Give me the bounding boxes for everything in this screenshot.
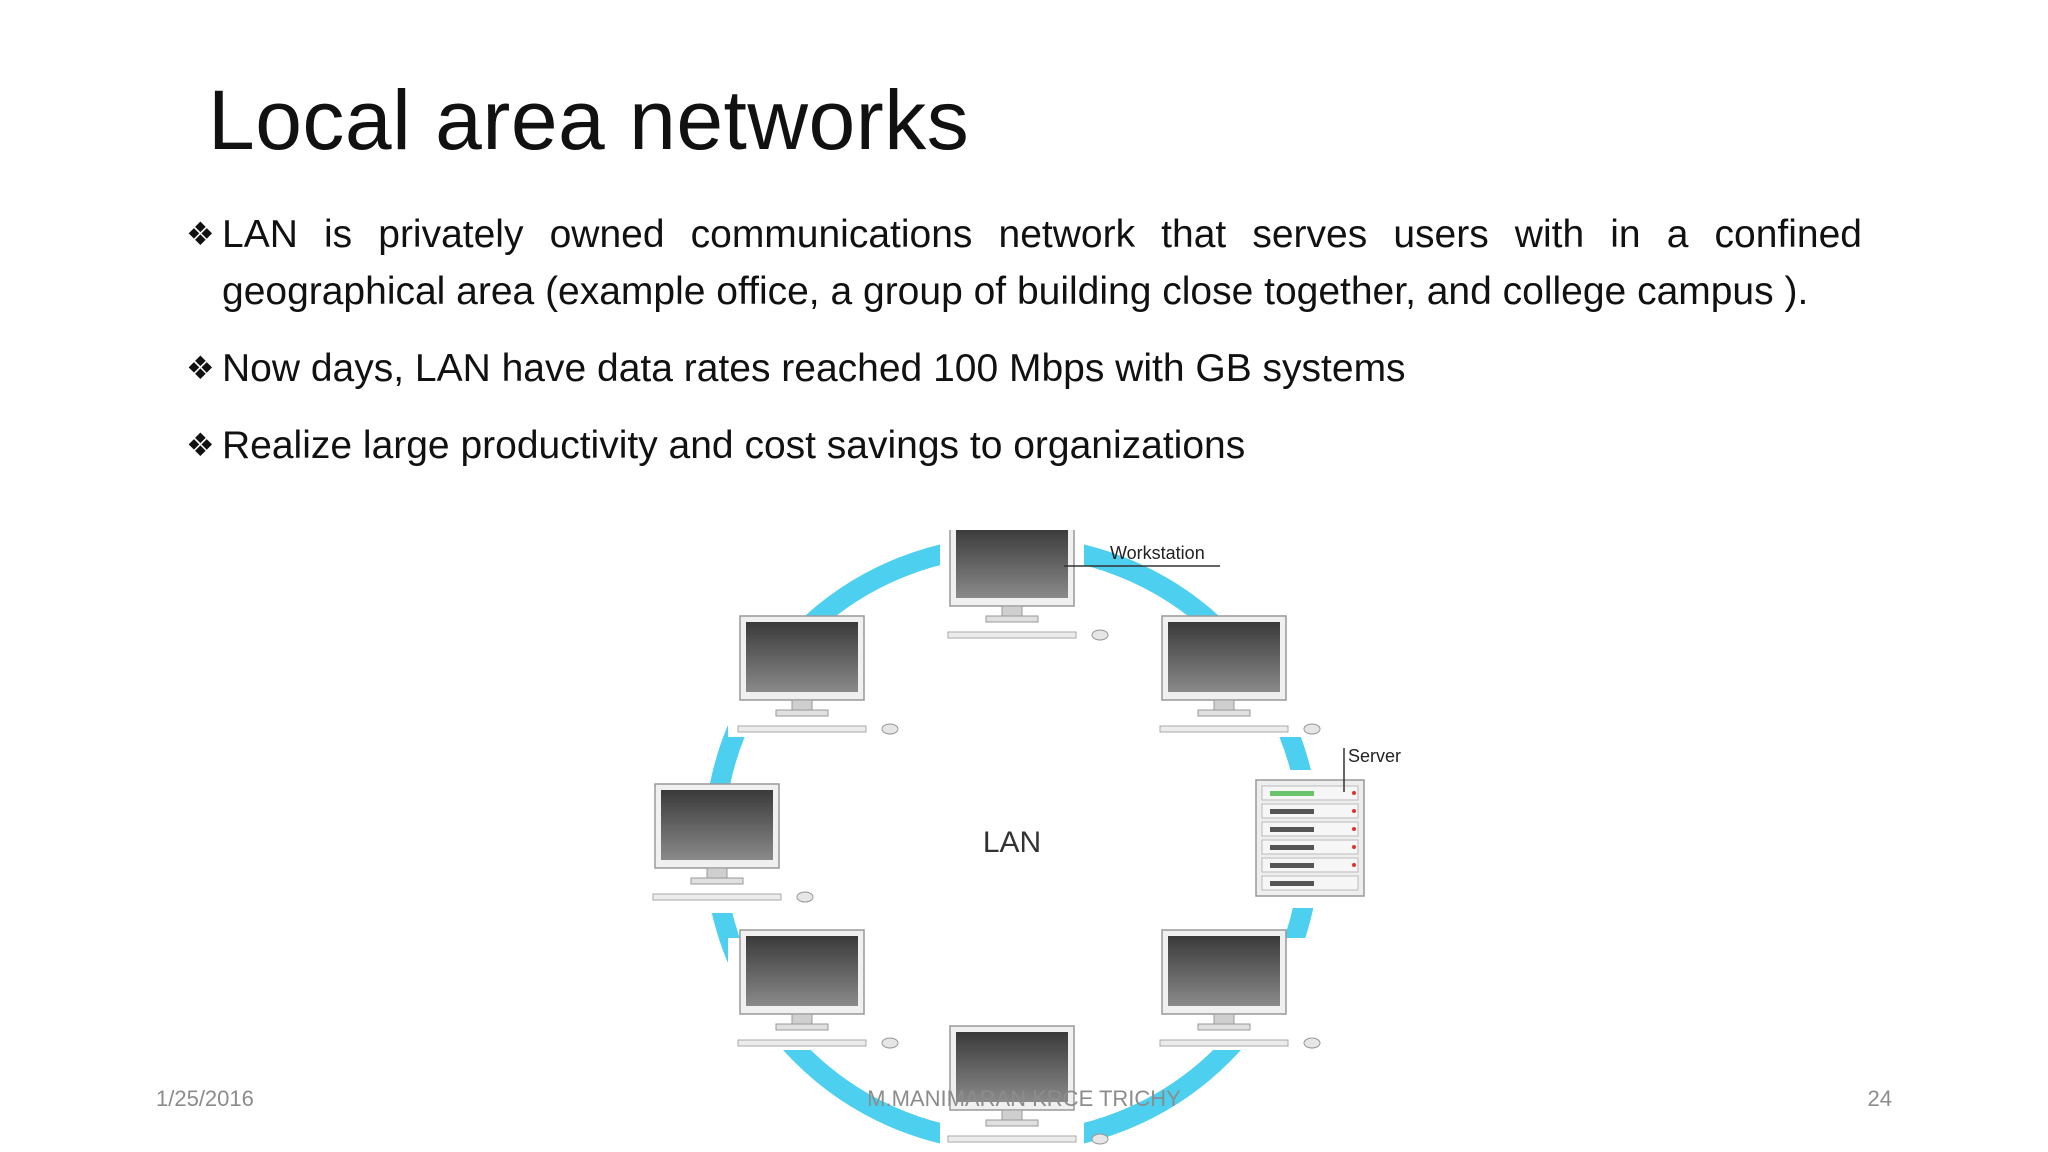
footer-date: 1/25/2016 (156, 1086, 254, 1111)
footer-author: M.MANIMARAN KRCE TRICHY (867, 1086, 1181, 1111)
lan-ring-diagram: Workstation Server LAN (640, 530, 1401, 1152)
diamond-bullet-icon: ❖ (186, 350, 215, 386)
diamond-bullet-icon: ❖ (186, 216, 215, 252)
workstation-label: Workstation (1110, 543, 1205, 563)
diamond-bullet-icon: ❖ (186, 427, 215, 463)
bullet-list: ❖ LAN is privately owned communications … (186, 206, 1862, 494)
bullet-text: LAN is privately owned communications ne… (222, 213, 1862, 313)
workstation-upper-right (1150, 615, 1321, 737)
footer-page-number: 24 (1867, 1086, 1892, 1111)
slide-title: Local area networks (208, 73, 970, 167)
server-icon (1240, 770, 1365, 908)
workstation-left (640, 783, 814, 913)
bullet-text: Now days, LAN have data rates reached 10… (222, 347, 1406, 390)
workstation-top (940, 530, 1109, 645)
workstation-bottom (940, 1025, 1109, 1152)
server-label: Server (1348, 746, 1401, 766)
bullet-item: ❖ Realize large productivity and cost sa… (186, 417, 1862, 474)
bullet-item: ❖ Now days, LAN have data rates reached … (186, 340, 1862, 397)
workstation-lower-right (1150, 929, 1321, 1050)
bullet-item: ❖ LAN is privately owned communications … (186, 206, 1862, 320)
lan-center-label: LAN (983, 826, 1041, 859)
workstation-upper-left (728, 615, 899, 737)
workstation-lower-left (728, 929, 899, 1050)
bullet-text: Realize large productivity and cost savi… (222, 424, 1246, 467)
